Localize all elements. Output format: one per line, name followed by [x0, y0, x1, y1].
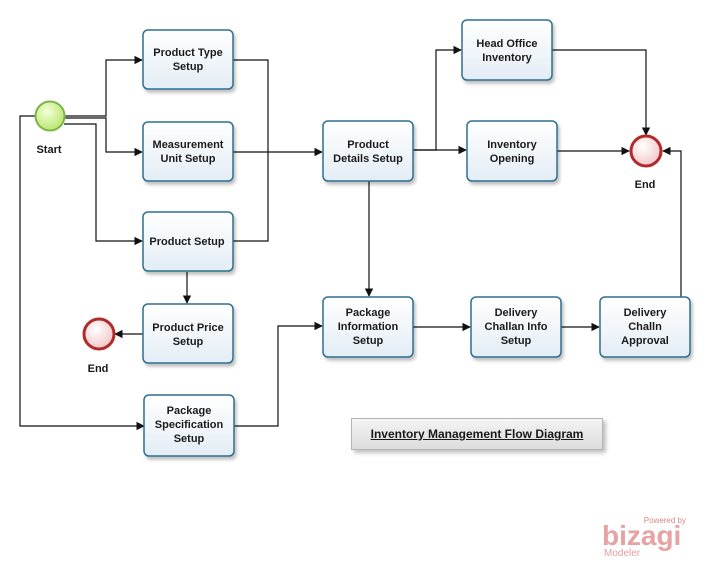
task-label: Product Type	[153, 47, 222, 59]
task-product-details-setup[interactable]: Product Details Setup	[322, 120, 414, 182]
connector-package-spec-to-package-info	[234, 321, 323, 427]
task-product-price-setup[interactable]: Product Price Setup	[142, 303, 234, 364]
task-label: Challn	[628, 321, 662, 333]
task-label: Setup	[173, 336, 204, 348]
start-event[interactable]: Start	[34, 100, 66, 157]
brand-name: bizagi	[602, 520, 682, 551]
connectors	[19, 45, 682, 431]
brand-product: Modeler	[604, 548, 641, 559]
task-label: Setup	[501, 335, 532, 347]
task-label: Approval	[621, 335, 669, 347]
task-label: Setup	[173, 61, 204, 73]
connector-details-to-head-office	[413, 45, 462, 151]
task-product-type-setup[interactable]: Product Type Setup	[142, 29, 234, 90]
task-label: Delivery	[495, 307, 539, 319]
task-package-information-setup[interactable]: Package Information Setup	[322, 296, 414, 358]
bizagi-logo: Powered by bizagi Modeler	[602, 512, 698, 562]
task-label: Product	[347, 139, 389, 151]
task-label: Inventory	[482, 52, 532, 64]
task-label: Measurement	[153, 139, 224, 151]
task-delivery-challn-approval[interactable]: Delivery Challn Approval	[599, 296, 691, 358]
connector-product-type-to-details	[233, 59, 269, 152]
task-label: Challan Info	[485, 321, 548, 333]
task-delivery-challan-info-setup[interactable]: Delivery Challan Info Setup	[470, 296, 562, 358]
task-label: Setup	[353, 335, 384, 347]
connector-start-to-measurement	[64, 117, 143, 157]
task-label: Details Setup	[333, 153, 403, 165]
end-price-label: End	[88, 363, 109, 375]
task-label: Delivery	[624, 307, 668, 319]
diagram-title: Inventory Management Flow Diagram	[370, 427, 584, 441]
connector-start-to-package-spec	[19, 115, 145, 431]
task-label: Unit Setup	[161, 153, 216, 165]
connector-start-to-product-setup	[64, 123, 143, 246]
task-package-specification-setup[interactable]: Package Specification Setup	[143, 394, 235, 457]
connector-head-office-to-end	[552, 49, 651, 136]
task-head-office-inventory[interactable]: Head Office Inventory	[461, 19, 553, 81]
task-label: Setup	[174, 433, 205, 445]
task-inventory-opening[interactable]: Inventory Opening	[466, 120, 558, 182]
end-event-main[interactable]: End	[629, 134, 663, 191]
connector-product-setup-to-details	[233, 152, 269, 242]
task-label: Specification	[155, 419, 224, 431]
connector-start-to-product-type	[64, 55, 143, 117]
start-label: Start	[36, 144, 61, 156]
task-label: Product Setup	[149, 236, 224, 248]
end-event-price[interactable]: End	[82, 317, 116, 375]
task-label: Opening	[490, 153, 535, 165]
task-label: Package	[167, 405, 212, 417]
task-measurement-unit-setup[interactable]: Measurement Unit Setup	[142, 121, 234, 182]
task-label: Product Price	[152, 322, 224, 334]
task-label: Information	[338, 321, 399, 333]
task-label: Inventory	[487, 139, 537, 151]
powered-by-text: Powered by	[643, 516, 686, 525]
task-product-setup[interactable]: Product Setup	[142, 211, 234, 272]
diagram-title-box: Inventory Management Flow Diagram	[351, 418, 603, 450]
end-main-label: End	[635, 179, 656, 191]
task-label: Package	[346, 307, 391, 319]
task-label: Head Office	[476, 38, 537, 50]
connector-approval-to-end	[662, 146, 682, 297]
